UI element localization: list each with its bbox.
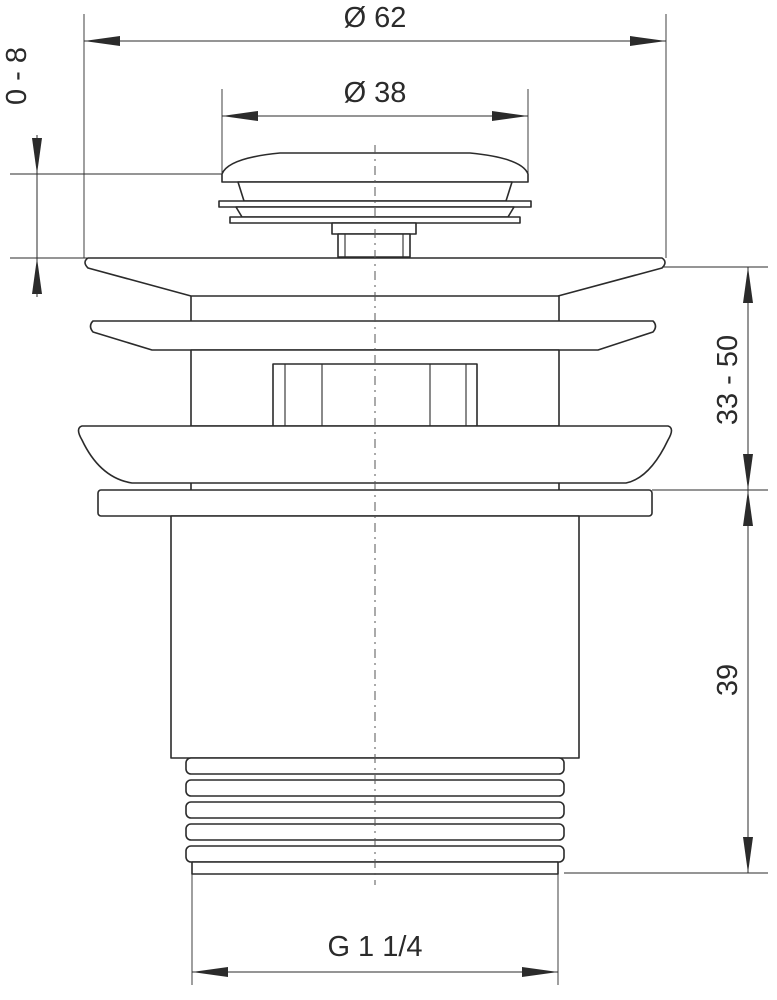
dimension-cap-diameter: Ø 38 <box>222 77 528 121</box>
dimension-label-body-length: 39 <box>712 664 744 696</box>
dimension-label-clamp-range: 33 - 50 <box>712 335 744 425</box>
dimension-outer-diameter: Ø 62 <box>84 2 666 46</box>
extension-lines <box>10 14 768 985</box>
dimension-cap-lift: 0 - 8 <box>1 47 42 297</box>
dimension-label-outer-diameter: Ø 62 <box>344 2 407 34</box>
dimension-body-length: 39 <box>712 490 753 873</box>
clamp-washer <box>89 320 657 351</box>
dimension-label-cap-lift: 0 - 8 <box>1 47 33 105</box>
dimension-label-cap-diameter: Ø 38 <box>344 77 407 109</box>
dimension-clamp-range: 33 - 50 <box>712 267 753 490</box>
dimension-thread: G 1 1/4 <box>192 931 558 977</box>
top-flange <box>84 257 666 323</box>
dimension-label-thread: G 1 1/4 <box>327 931 422 963</box>
